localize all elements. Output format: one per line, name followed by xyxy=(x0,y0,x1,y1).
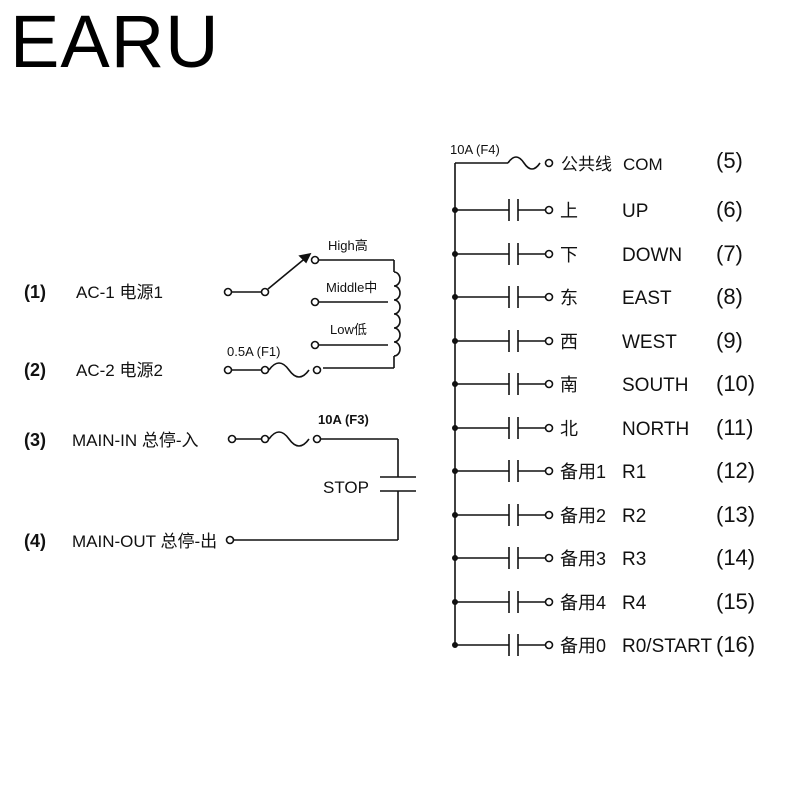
terminal-com xyxy=(544,158,554,168)
fuse-f1-symbol xyxy=(268,362,310,378)
terminal-2-number: (2) xyxy=(24,360,46,380)
output-number: (9) xyxy=(716,328,743,353)
output-cn-label: 备用3 xyxy=(560,549,606,569)
com-en-label: COM xyxy=(623,155,663,174)
output-number: (13) xyxy=(716,502,755,527)
output-terminal xyxy=(544,249,554,259)
output-en-label: UP xyxy=(622,201,648,222)
output-row: 南 SOUTH (10) xyxy=(452,371,755,396)
output-en-label: EAST xyxy=(622,288,672,309)
output-terminal xyxy=(544,510,554,520)
terminal-main-in-b xyxy=(260,434,270,444)
output-en-label: R1 xyxy=(622,462,646,483)
terminal-1-number: (1) xyxy=(24,282,46,302)
output-cn-label: 备用4 xyxy=(560,593,606,613)
output-en-label: WEST xyxy=(622,332,677,353)
output-number: (15) xyxy=(716,589,755,614)
terminal-ac2-c xyxy=(312,365,322,375)
output-number: (8) xyxy=(716,284,743,309)
output-cn-label: 上 xyxy=(560,201,578,221)
output-en-label: NORTH xyxy=(622,419,689,440)
output-cn-label: 备用0 xyxy=(560,636,606,656)
contact-high xyxy=(310,255,320,265)
terminal-3-number: (3) xyxy=(24,430,46,450)
output-row: 备用3 R3 (14) xyxy=(452,545,755,570)
terminal-ac1-b xyxy=(260,287,270,297)
output-number: (7) xyxy=(716,241,743,266)
output-en-label: R2 xyxy=(622,506,646,527)
output-terminal xyxy=(544,292,554,302)
output-row: 北 NORTH (11) xyxy=(452,415,754,440)
left-wiring xyxy=(223,252,416,545)
output-en-label: DOWN xyxy=(622,245,682,266)
common-bus xyxy=(454,156,554,645)
output-row: 备用2 R2 (13) xyxy=(452,502,755,527)
output-number: (6) xyxy=(716,197,743,222)
terminal-ac2-b xyxy=(260,365,270,375)
terminal-4-number: (4) xyxy=(24,531,46,551)
output-row: 备用1 R1 (12) xyxy=(452,458,755,483)
output-row: 备用4 R4 (15) xyxy=(452,589,755,614)
output-en-label: R3 xyxy=(622,549,646,570)
output-number: (12) xyxy=(716,458,755,483)
output-number: (16) xyxy=(716,632,755,657)
output-cn-label: 东 xyxy=(560,288,578,308)
common-labels: 10A (F4) 公共线 COM (5) xyxy=(450,142,743,174)
selector-arm xyxy=(267,255,309,290)
output-en-label: R4 xyxy=(622,593,647,614)
output-number: (10) xyxy=(716,371,755,396)
output-terminal xyxy=(544,336,554,346)
output-cn-label: 备用2 xyxy=(560,506,606,526)
fuse-f4-label: 10A (F4) xyxy=(450,142,500,157)
output-terminal xyxy=(544,379,554,389)
output-cn-label: 备用1 xyxy=(560,462,606,482)
output-row: 上 UP (6) xyxy=(452,197,743,222)
com-number: (5) xyxy=(716,148,743,173)
output-terminal xyxy=(544,466,554,476)
fuse-f1-label: 0.5A (F1) xyxy=(227,344,280,359)
output-cn-label: 西 xyxy=(560,332,578,352)
coil-winding xyxy=(393,271,401,357)
output-row: 备用0 R0/START(16) xyxy=(452,632,755,657)
terminal-main-in-a xyxy=(227,434,237,444)
output-en-label: R0/START xyxy=(622,636,712,657)
terminal-ac1-a xyxy=(223,287,233,297)
output-row: 下 DOWN (7) xyxy=(452,241,743,266)
terminal-main-out xyxy=(225,535,235,545)
terminal-4-label: MAIN-OUT 总停-出 xyxy=(72,532,217,551)
brand-logo: EARU xyxy=(10,0,220,83)
output-row: 东 EAST (8) xyxy=(452,284,743,309)
terminal-main-in-c xyxy=(312,434,322,444)
selector-high-label: High高 xyxy=(328,238,368,253)
fuse-f3-label: 10A (F3) xyxy=(318,412,369,427)
output-number: (11) xyxy=(716,415,754,440)
output-row: 西 WEST (9) xyxy=(452,328,743,353)
stop-label: STOP xyxy=(323,478,369,497)
output-terminal xyxy=(544,553,554,563)
terminal-2-label: AC-2 电源2 xyxy=(76,361,163,380)
contact-low xyxy=(310,340,320,350)
terminal-3-label: MAIN-IN 总停-入 xyxy=(72,431,199,450)
contact-middle xyxy=(310,297,320,307)
output-number: (14) xyxy=(716,545,755,570)
selector-low-label: Low低 xyxy=(330,322,367,337)
terminal-ac2-a xyxy=(223,365,233,375)
output-en-label: SOUTH xyxy=(622,375,689,396)
output-terminal xyxy=(544,640,554,650)
output-cn-label: 下 xyxy=(560,245,578,265)
output-terminal xyxy=(544,423,554,433)
left-labels: (1) AC-1 电源1 (2) AC-2 电源2 (3) MAIN-IN 总停… xyxy=(24,238,377,551)
output-terminal xyxy=(544,205,554,215)
output-rows: 上 UP (6) 下 DOWN (7) 东 EAST (8) 西 WEST (9) 南 SOUTH (10)… xyxy=(452,197,755,657)
output-cn-label: 北 xyxy=(560,419,578,439)
fuse-f4-symbol xyxy=(507,156,541,170)
selector-middle-label: Middle中 xyxy=(326,280,377,295)
terminal-1-label: AC-1 电源1 xyxy=(76,283,163,302)
fuse-f3-symbol xyxy=(268,431,310,447)
output-terminal xyxy=(544,597,554,607)
output-cn-label: 南 xyxy=(560,375,578,395)
com-cn-label: 公共线 xyxy=(561,155,612,174)
